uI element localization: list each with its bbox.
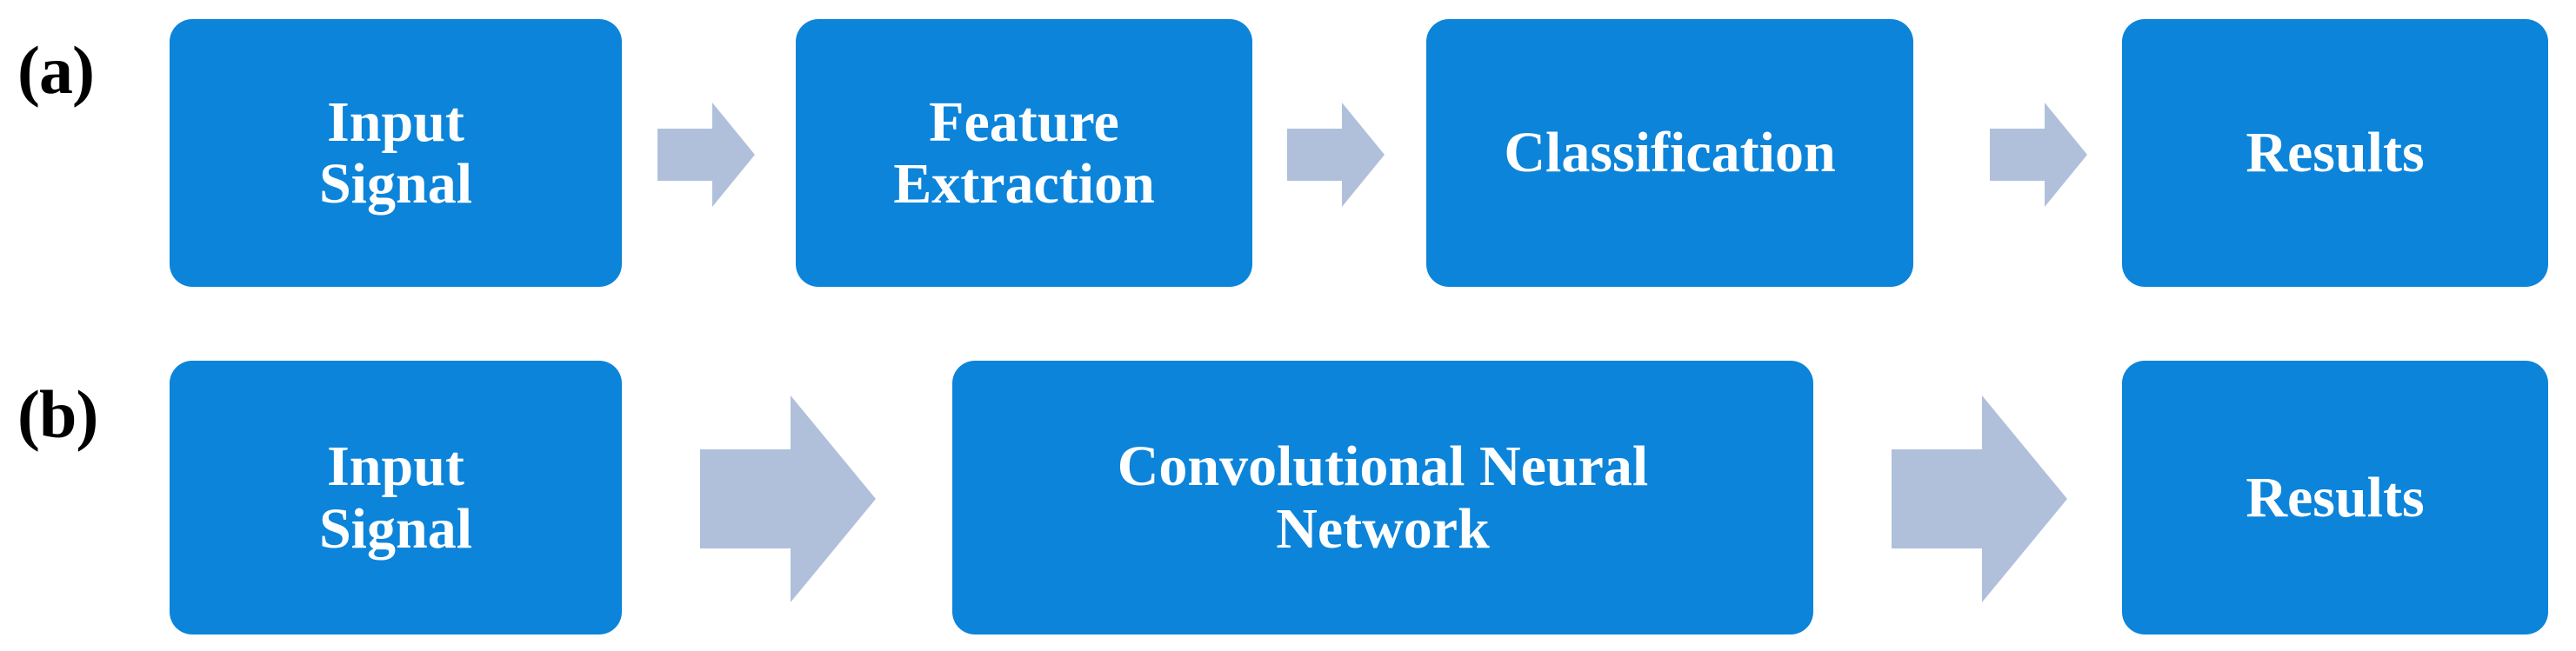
box-feature-extraction-label: Feature Extraction: [893, 90, 1155, 216]
right-block-arrow-large-icon: [700, 395, 876, 602]
box-input-signal-b-label: Input Signal: [318, 435, 473, 561]
box-input-signal-a[interactable]: Input Signal: [170, 19, 622, 287]
arrow-classification-to-results: [1990, 103, 2087, 207]
box-input-signal-b[interactable]: Input Signal: [170, 361, 622, 634]
box-results-a-label: Results: [2246, 121, 2425, 185]
arrow-cnn-to-results: [1892, 395, 2067, 602]
arrow-input-to-feature: [657, 103, 755, 207]
box-classification-label: Classification: [1504, 121, 1836, 185]
box-results-a[interactable]: Results: [2122, 19, 2548, 287]
arrow-input-to-cnn: [700, 395, 876, 602]
box-convolutional-neural-network[interactable]: Convolutional Neural Network: [952, 361, 1813, 634]
row-label-b: (b): [17, 376, 98, 452]
right-block-arrow-icon: [1990, 103, 2087, 207]
right-block-arrow-icon: [1287, 103, 1385, 207]
box-results-b[interactable]: Results: [2122, 361, 2548, 634]
box-feature-extraction[interactable]: Feature Extraction: [796, 19, 1252, 287]
box-classification[interactable]: Classification: [1426, 19, 1913, 287]
box-input-signal-a-label: Input Signal: [318, 90, 473, 216]
right-block-arrow-icon: [657, 103, 755, 207]
box-results-b-label: Results: [2246, 465, 2425, 529]
box-convolutional-neural-network-label: Convolutional Neural Network: [1117, 435, 1649, 561]
row-label-a: (a): [17, 32, 95, 108]
right-block-arrow-large-icon: [1892, 395, 2067, 602]
arrow-feature-to-classification: [1287, 103, 1385, 207]
